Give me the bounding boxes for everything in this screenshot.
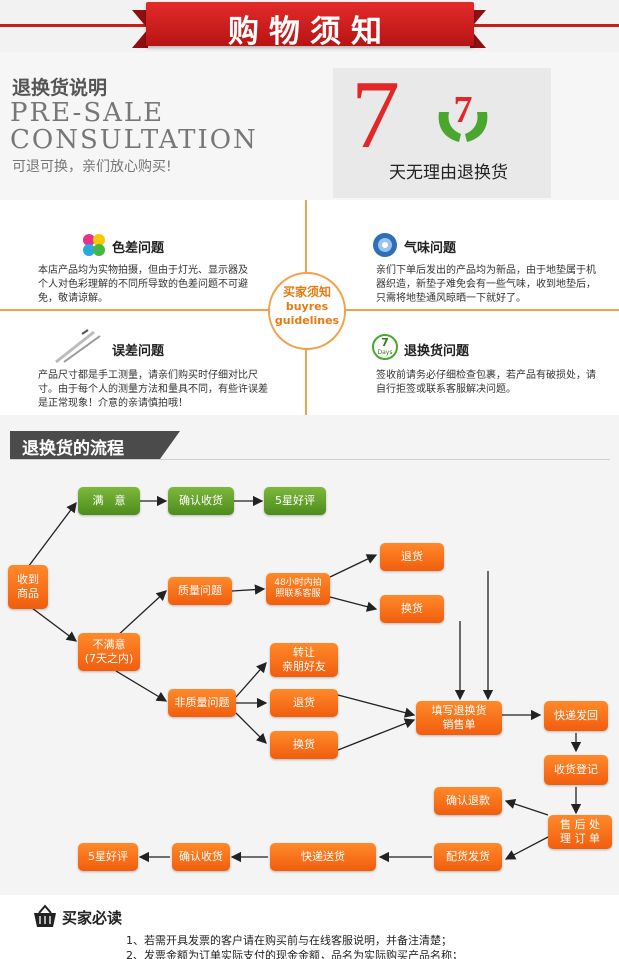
flow-return-1: 退货 [380, 543, 444, 571]
buyer-guidelines-section: 色差问题 本店产品均为实物拍摄，但由于灯光、显示器及个人对色彩理解的不同所导致的… [0, 200, 619, 415]
flow-confirm-receipt-1: 确认收货 [168, 487, 234, 515]
color-issue-title: 色差问题 [112, 241, 165, 256]
flow-non-quality-issue: 非质量问题 [168, 689, 236, 717]
smell-issue-text: 亲们下单后发出的产品均为新品，由于地垫属于机器织造，新垫子难免会有一些气味，收到… [376, 265, 596, 304]
error-issue-title: 误差问题 [112, 344, 165, 359]
buyer-guidelines-badge: 买家须知 buyres guidelines [268, 272, 346, 350]
ruler-pen-icon [55, 329, 101, 364]
svg-text:7: 7 [454, 89, 473, 131]
return-issue-title: 退换货问题 [404, 344, 470, 359]
presale-heading: 退换货说明 [12, 77, 108, 99]
error-issue-text: 产品尺寸都是手工测量，请亲们购买时仔细对比尺寸。由于每个人的测量方法和量具不同，… [38, 370, 268, 409]
color-dots-icon [83, 234, 105, 256]
flow-five-star-review-2: 5星好评 [78, 843, 138, 871]
seven-day-number: 7 [351, 61, 400, 169]
flow-exchange-2: 换货 [270, 731, 338, 759]
flow-confirm-receipt-2: 确认收货 [172, 843, 230, 871]
seven-day-badge-card: 7 7 天无理由退换货 [333, 61, 551, 198]
header-ribbon: 购物须知 [146, 2, 474, 50]
color-issue-text: 本店产品均为实物拍摄，但由于灯光、显示器及个人对色彩理解的不同所导致的色差问题不… [38, 265, 248, 304]
buyer-notes-title: 买家必读 [62, 909, 123, 927]
buyer-notes-section: 买家必读 1、若需开具发票的客户请在购买前与在线客服说明，并备注清楚； 2、发票… [0, 895, 619, 959]
ribbon-left-tail [132, 10, 148, 48]
presale-section: 退换货说明 PRE-SALE CONSULTATION 可退可换，亲们放心购买!… [0, 52, 619, 200]
flow-receipt-registration: 收货登记 [544, 755, 608, 785]
basket-icon [34, 904, 56, 927]
process-title: 退换货的流程 [22, 439, 124, 459]
flow-five-star-review-1: 5星好评 [264, 487, 326, 515]
flow-unsatisfied: 不满意 (7天之内) [78, 633, 140, 671]
flow-arrows [27, 495, 582, 863]
ribbon-right-tail [470, 10, 486, 48]
disc-icon [373, 233, 397, 257]
flow-received-goods: 收到 商品 [8, 565, 48, 609]
page-title: 购物须知 [228, 14, 392, 50]
buyer-guidelines-en-2: guidelines [274, 314, 340, 327]
flow-after-sale-processing: 售 后 处 理 订 单 [548, 815, 612, 849]
flow-quality-issue: 质量问题 [168, 577, 232, 605]
flow-express-return: 快递发回 [544, 701, 608, 731]
process-title-underline [10, 459, 610, 460]
buyer-guidelines-title: 买家须知 [282, 285, 331, 299]
process-title-bar: 退换货的流程 [10, 431, 180, 459]
return-issue-text: 签收前请务必仔细检查包裹，若产品有破损处，请自行拒签或联系客服解决问题。 [376, 370, 596, 395]
seven-days-icon: 7 Days [372, 334, 398, 360]
flow-return-2: 退货 [270, 689, 338, 717]
presale-line-1: PRE-SALE [10, 98, 165, 128]
buyer-guidelines-en-1: buyres [285, 300, 329, 313]
flow-reship-goods: 配货发货 [434, 843, 502, 871]
return-process-section: 退换货的流程 [0, 415, 619, 895]
flow-satisfied: 满 意 [78, 487, 140, 515]
seven-days-icon-label: Days [377, 349, 393, 356]
presale-line-2: CONSULTATION [10, 125, 258, 155]
flow-fill-return-form: 填写退换货 销售单 [416, 701, 502, 735]
buyer-note-1: 1、若需开具发票的客户请在购买前与在线客服说明，并备注清楚； [126, 934, 452, 947]
buyer-note-2: 2、发票金额为订单实际支付的现金金额，品名为实际购买产品名称； [126, 949, 463, 959]
smell-issue-title: 气味问题 [404, 241, 457, 256]
flow-photo-contact-service: 48小时内拍 照联系客服 [266, 573, 330, 605]
flow-express-delivery: 快递送货 [270, 843, 376, 871]
seven-days-icon-number: 7 [381, 336, 389, 349]
presale-subtitle: 可退可换，亲们放心购买! [12, 159, 172, 175]
seven-day-text: 天无理由退换货 [389, 163, 508, 183]
flow-transfer-to-friends: 转让 亲朋好友 [270, 643, 338, 677]
header-ribbon-area: 购物须知 [0, 0, 619, 52]
hands-holding-seven-icon: 7 [438, 89, 488, 142]
flow-confirm-refund: 确认退款 [434, 787, 502, 815]
flow-exchange-1: 换货 [380, 595, 444, 623]
